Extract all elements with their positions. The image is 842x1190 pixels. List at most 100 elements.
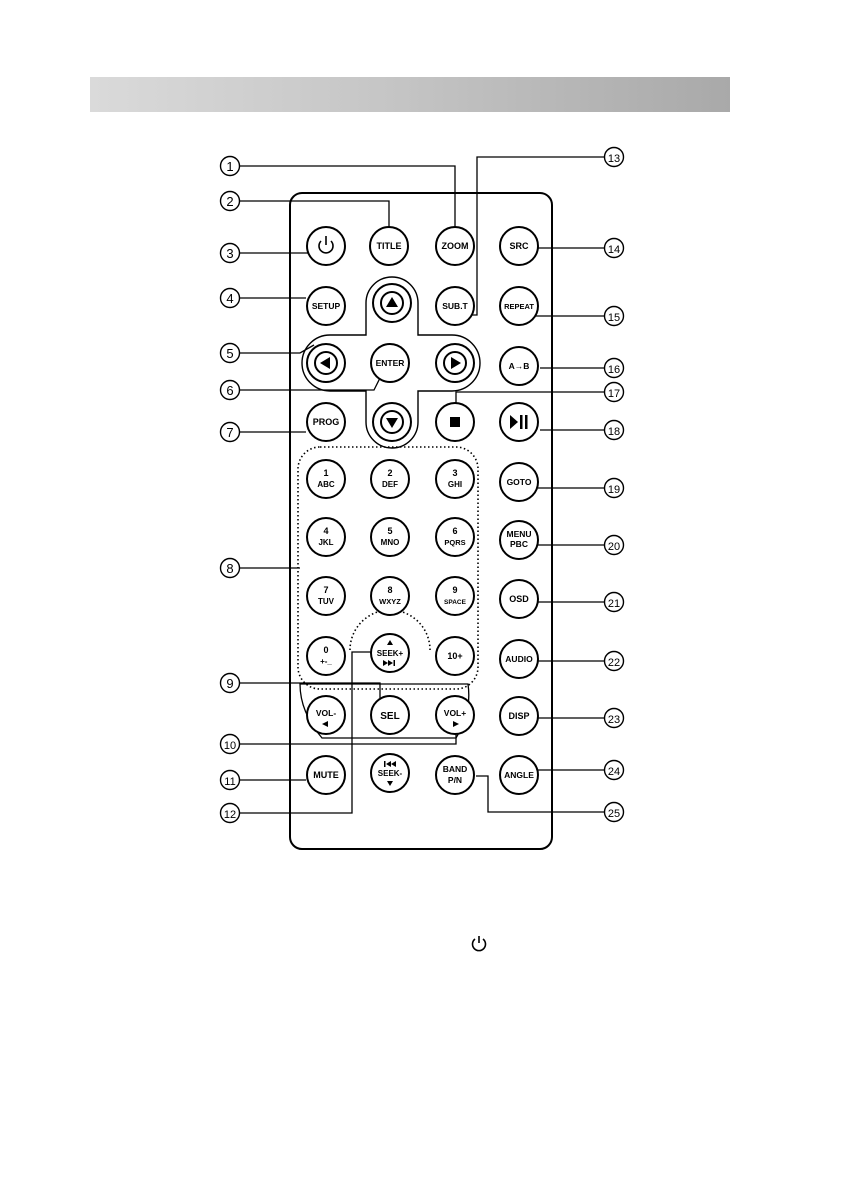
number-5-button[interactable]: 5 MNO bbox=[370, 517, 410, 557]
stop-icon bbox=[450, 417, 460, 427]
right-button[interactable] bbox=[435, 343, 475, 383]
up-button[interactable] bbox=[372, 283, 412, 323]
prog-button[interactable]: PROG bbox=[306, 402, 346, 442]
enter-button[interactable]: ENTER bbox=[370, 343, 410, 383]
svg-text:6: 6 bbox=[226, 383, 233, 398]
number-8-button[interactable]: 8 WXYZ bbox=[370, 576, 410, 616]
svg-text:8: 8 bbox=[226, 561, 233, 576]
svg-text:REPEAT: REPEAT bbox=[504, 302, 534, 311]
number-2-button[interactable]: 2 DEF bbox=[370, 459, 410, 499]
power-icon bbox=[318, 236, 334, 254]
repeat-button[interactable]: REPEAT bbox=[499, 286, 539, 326]
svg-text:PBC: PBC bbox=[510, 539, 528, 549]
osd-button[interactable]: OSD bbox=[499, 579, 539, 619]
number-6-button[interactable]: 6 PQRS bbox=[435, 517, 475, 557]
arrow-up-icon bbox=[387, 640, 393, 645]
svg-text:5: 5 bbox=[226, 346, 233, 361]
svg-text:WXYZ: WXYZ bbox=[379, 597, 401, 606]
callout-9: 9 bbox=[219, 672, 241, 694]
ten-plus-button[interactable]: 10+ bbox=[435, 636, 475, 676]
svg-text:13: 13 bbox=[608, 153, 620, 165]
arrow-left-icon bbox=[320, 357, 330, 369]
svg-text:1: 1 bbox=[323, 468, 328, 478]
callout-18: 18 bbox=[603, 419, 625, 441]
number-0-button[interactable]: 0 +-_ bbox=[306, 636, 346, 676]
svg-text:SRC: SRC bbox=[509, 241, 529, 251]
callout-5: 5 bbox=[219, 342, 241, 364]
callout-8: 8 bbox=[219, 557, 241, 579]
number-7-button[interactable]: 7 TUV bbox=[306, 576, 346, 616]
svg-text:PQRS: PQRS bbox=[444, 538, 465, 547]
svg-text:22: 22 bbox=[608, 657, 620, 669]
svg-text:TUV: TUV bbox=[318, 597, 335, 606]
callout-3: 3 bbox=[219, 242, 241, 264]
svg-text:ENTER: ENTER bbox=[376, 358, 405, 368]
callout-2: 2 bbox=[219, 190, 241, 212]
seek-minus-button[interactable]: SEEK- bbox=[370, 753, 410, 793]
sel-button[interactable]: SEL bbox=[370, 695, 410, 735]
arrow-down-icon bbox=[386, 418, 398, 428]
seek-plus-button[interactable]: SEEK+ bbox=[370, 633, 410, 673]
skip-next-icon bbox=[383, 660, 395, 666]
seek-arc-frame bbox=[349, 609, 431, 651]
number-3-button[interactable]: 3 GHI bbox=[435, 459, 475, 499]
svg-text:3: 3 bbox=[452, 468, 457, 478]
svg-text:JKL: JKL bbox=[318, 538, 333, 547]
src-button[interactable]: SRC bbox=[499, 226, 539, 266]
svg-text:SUB.T: SUB.T bbox=[442, 301, 468, 311]
callout-15: 15 bbox=[603, 305, 625, 327]
subt-button[interactable]: SUB.T bbox=[435, 286, 475, 326]
left-button[interactable] bbox=[306, 343, 346, 383]
svg-text:SEEK+: SEEK+ bbox=[377, 649, 404, 658]
number-1-button[interactable]: 1 ABC bbox=[306, 459, 346, 499]
zoom-button[interactable]: ZOOM bbox=[435, 226, 475, 266]
section-header-bar bbox=[90, 77, 730, 112]
power-button[interactable] bbox=[306, 226, 346, 266]
disp-button[interactable]: DISP bbox=[499, 696, 539, 736]
callout-21: 21 bbox=[603, 591, 625, 613]
down-button[interactable] bbox=[372, 402, 412, 442]
skip-previous-icon bbox=[384, 761, 396, 767]
goto-button[interactable]: GOTO bbox=[499, 462, 539, 502]
callout-17: 17 bbox=[603, 381, 625, 403]
audio-button[interactable]: AUDIO bbox=[499, 639, 539, 679]
angle-button[interactable]: ANGLE bbox=[499, 755, 539, 795]
menu-pbc-button[interactable]: MENU PBC bbox=[499, 520, 539, 560]
arrow-down-icon bbox=[387, 781, 393, 786]
svg-text:10: 10 bbox=[224, 740, 236, 752]
svg-text:9: 9 bbox=[226, 676, 233, 691]
title-button[interactable]: TITLE bbox=[369, 226, 409, 266]
vol-plus-button[interactable]: VOL+ bbox=[435, 695, 475, 735]
ab-button[interactable]: A→B bbox=[499, 346, 539, 386]
stop-button[interactable] bbox=[435, 402, 475, 442]
number-4-button[interactable]: 4 JKL bbox=[306, 517, 346, 557]
svg-text:16: 16 bbox=[608, 364, 620, 376]
dpad-bezel bbox=[301, 276, 481, 449]
play-pause-button[interactable] bbox=[499, 402, 539, 442]
number-9-button[interactable]: 9 SPACE bbox=[435, 576, 475, 616]
svg-text:19: 19 bbox=[608, 484, 620, 496]
svg-text:MENU: MENU bbox=[506, 529, 531, 539]
callout-4: 4 bbox=[219, 287, 241, 309]
svg-text:10+: 10+ bbox=[447, 651, 462, 661]
svg-text:23: 23 bbox=[608, 714, 620, 726]
svg-text:3: 3 bbox=[226, 246, 233, 261]
svg-text:A→B: A→B bbox=[509, 361, 530, 371]
callout-14: 14 bbox=[603, 237, 625, 259]
band-pn-button[interactable]: BAND P/N bbox=[435, 755, 475, 795]
callout-12: 12 bbox=[219, 802, 241, 824]
mute-button[interactable]: MUTE bbox=[306, 755, 346, 795]
svg-text:ABC: ABC bbox=[317, 480, 335, 489]
svg-text:21: 21 bbox=[608, 598, 620, 610]
svg-text:ANGLE: ANGLE bbox=[504, 770, 534, 780]
callout-10: 10 bbox=[219, 733, 241, 755]
vol-minus-button[interactable]: VOL- bbox=[306, 695, 346, 735]
svg-text:24: 24 bbox=[608, 766, 620, 778]
setup-button[interactable]: SETUP bbox=[306, 286, 346, 326]
svg-text:MNO: MNO bbox=[381, 538, 400, 547]
svg-text:SETUP: SETUP bbox=[312, 301, 341, 311]
svg-text:2: 2 bbox=[387, 468, 392, 478]
svg-text:12: 12 bbox=[224, 809, 236, 821]
svg-text:OSD: OSD bbox=[509, 594, 529, 604]
